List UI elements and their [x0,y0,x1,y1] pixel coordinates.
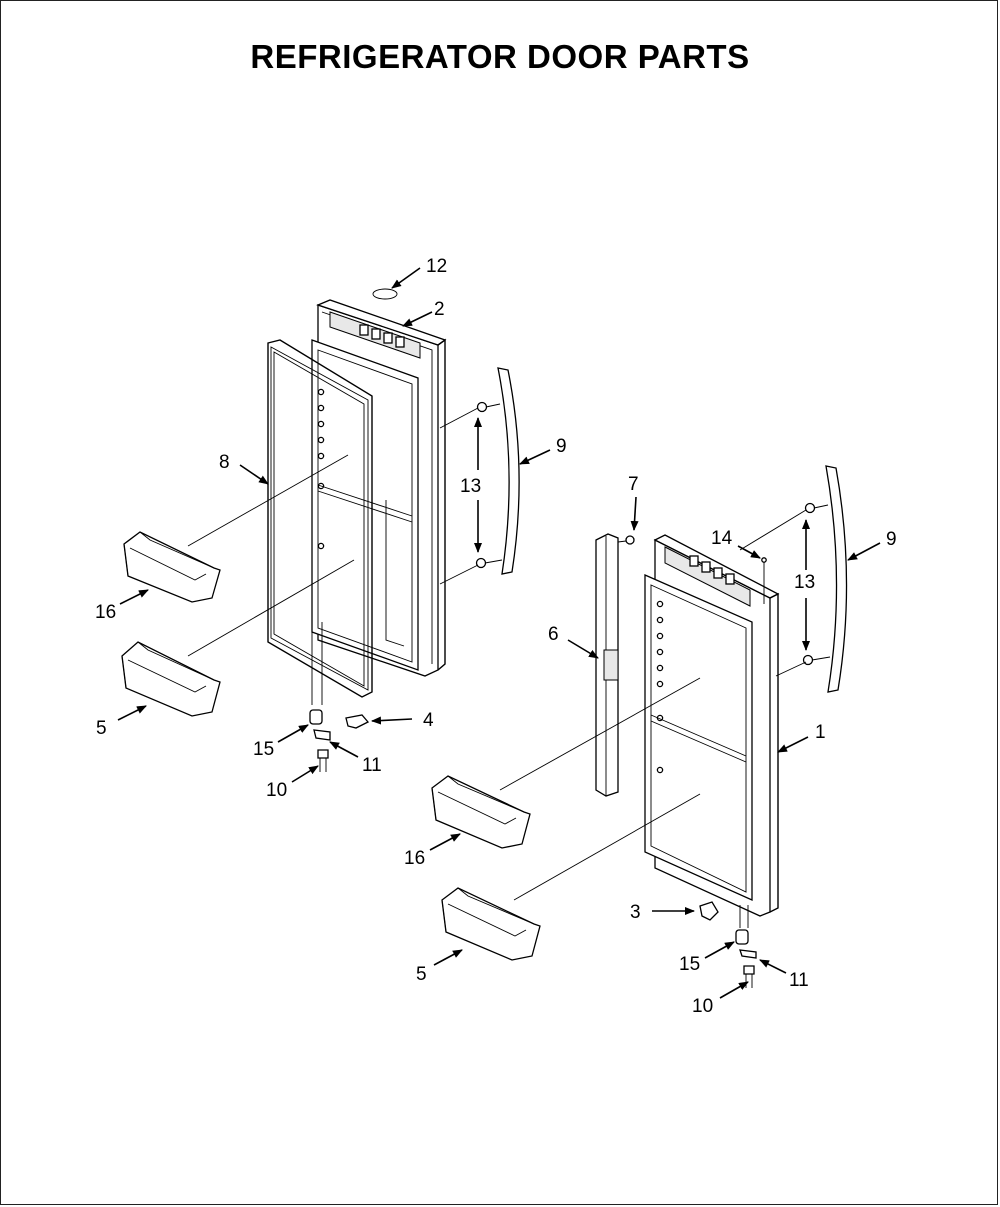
callout-14: 14 [711,528,733,549]
callout-11-left: 11 [362,755,382,776]
right-door-outer [644,534,780,917]
right-door-bin-lower [441,887,541,961]
callout-13-right: 13 [794,572,815,593]
left-hinge-parts [309,620,370,772]
left-door-outer [311,299,447,677]
callout-8: 8 [219,452,230,473]
callout-4: 4 [423,710,434,731]
left-door-assembly [121,299,520,772]
leader-lines [117,267,881,999]
callout-15-right: 15 [679,954,700,975]
right-door-bin-upper [431,775,531,849]
callout-10-left: 10 [266,780,287,801]
callout-5-right: 5 [416,964,427,985]
callout-labels: 12 2 8 9 13 16 5 15 11 10 4 7 6 14 9 13 … [95,256,897,1017]
callout-3: 3 [630,902,641,923]
callout-12: 12 [426,256,447,277]
left-door-handle [475,367,520,575]
callout-9-left: 9 [556,436,567,457]
callout-13-left: 13 [460,476,481,497]
callout-16-right: 16 [404,848,425,869]
left-door-bin-lower [121,641,221,717]
callout-10-right: 10 [692,996,713,1017]
right-hinge-parts [699,557,767,988]
left-door-gasket [267,339,373,698]
callout-11-right: 11 [789,970,809,991]
callout-16-left: 16 [95,602,116,623]
callout-1: 1 [815,722,826,743]
callout-2: 2 [434,299,445,320]
callout-5-left: 5 [96,718,107,739]
right-door-assembly [431,465,848,988]
callout-7: 7 [628,474,639,495]
left-door-bin-upper [123,531,221,603]
callout-9-right: 9 [886,529,897,550]
diagram-title: REFRIGERATOR DOOR PARTS [250,38,750,75]
right-mullion-strip [595,533,635,797]
callout-6: 6 [548,624,559,645]
callout-15-left: 15 [253,739,274,760]
right-door-handle [802,465,848,693]
